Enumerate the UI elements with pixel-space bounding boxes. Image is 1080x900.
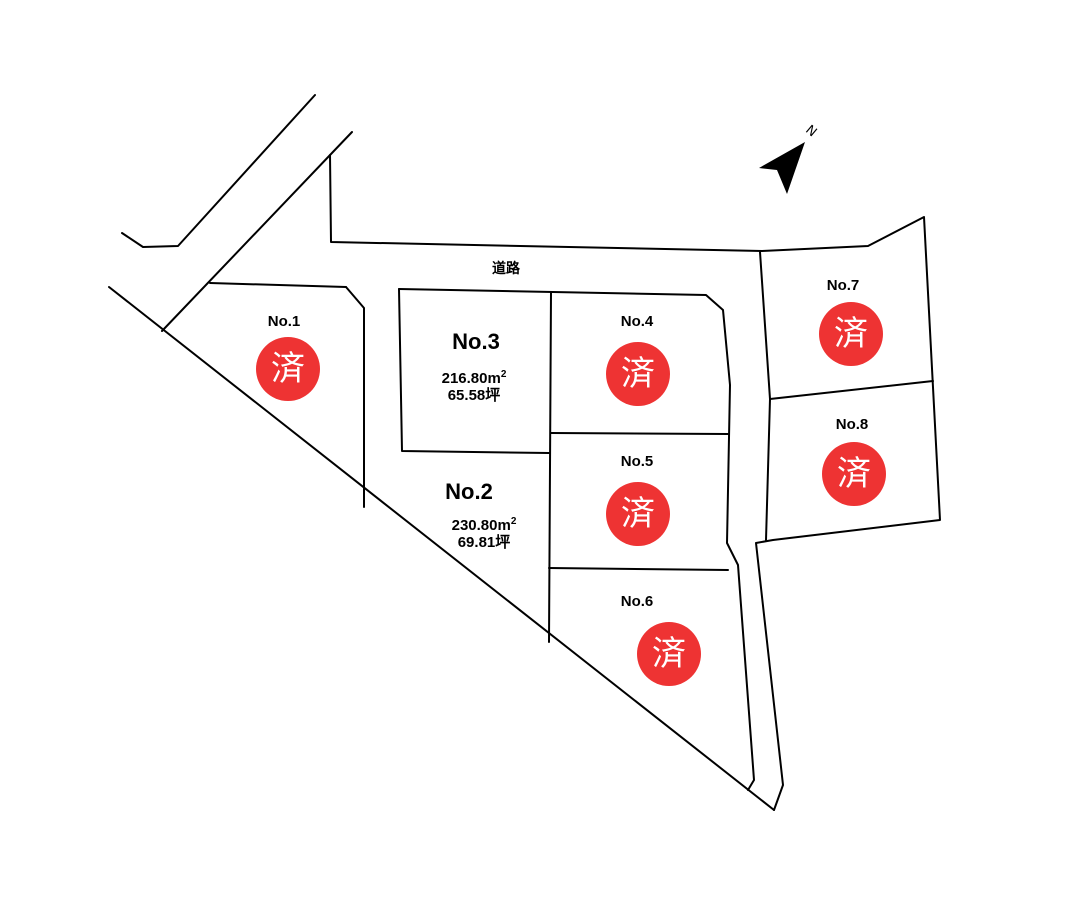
lot-3-area-tsubo: 65.58坪	[447, 387, 501, 404]
road-edge-inner	[161, 131, 353, 332]
lot-2-area-tsubo: 69.81坪	[457, 534, 511, 551]
lot-5-6-divider	[548, 567, 729, 571]
lot-6-sold-badge: 済	[637, 622, 701, 686]
lot-5-label: No.5	[620, 453, 654, 470]
road-top-edge	[329, 154, 941, 811]
lot-6-label: No.6	[620, 593, 654, 610]
lot-2-m2-superscript: 2	[510, 516, 517, 527]
lot-7-label: No.7	[826, 277, 860, 294]
lot-3-area: 216.80m2 65.58坪	[442, 366, 507, 404]
lot-1-label: No.1	[267, 313, 301, 330]
lot-4-sold-badge: 済	[606, 342, 670, 406]
lot-2-area: 230.80m2 69.81坪	[452, 513, 517, 551]
lot-8-label: No.8	[835, 416, 869, 433]
north-arrow-icon	[759, 142, 805, 194]
lot-8-sold-badge: 済	[822, 442, 886, 506]
lot-2-label: No.2	[445, 479, 493, 504]
lot-3-border	[398, 288, 550, 454]
southwest-boundary	[108, 286, 775, 811]
lot-7-8-divider	[769, 380, 934, 400]
lot-3-label: No.3	[452, 329, 500, 354]
lot-1-sold-badge: 済	[256, 337, 320, 401]
lot-4-5-divider	[550, 432, 729, 435]
lot-3-m2-superscript: 2	[500, 369, 507, 380]
lot-5-sold-badge: 済	[606, 482, 670, 546]
lot-1-east	[345, 286, 365, 508]
lot-2-area-m2: 230.80m	[451, 517, 511, 534]
lot-3-area-m2: 216.80m	[441, 370, 501, 387]
lot-4-label: No.4	[620, 313, 654, 330]
road-edge-outer	[121, 94, 316, 248]
lot-column-divider	[548, 291, 552, 643]
lot-7-west	[759, 251, 771, 541]
lots-top-edge-2	[398, 288, 755, 791]
road-label: 道路	[492, 261, 520, 277]
lot-7-sold-badge: 済	[819, 302, 883, 366]
lots-top-edge	[209, 282, 347, 288]
